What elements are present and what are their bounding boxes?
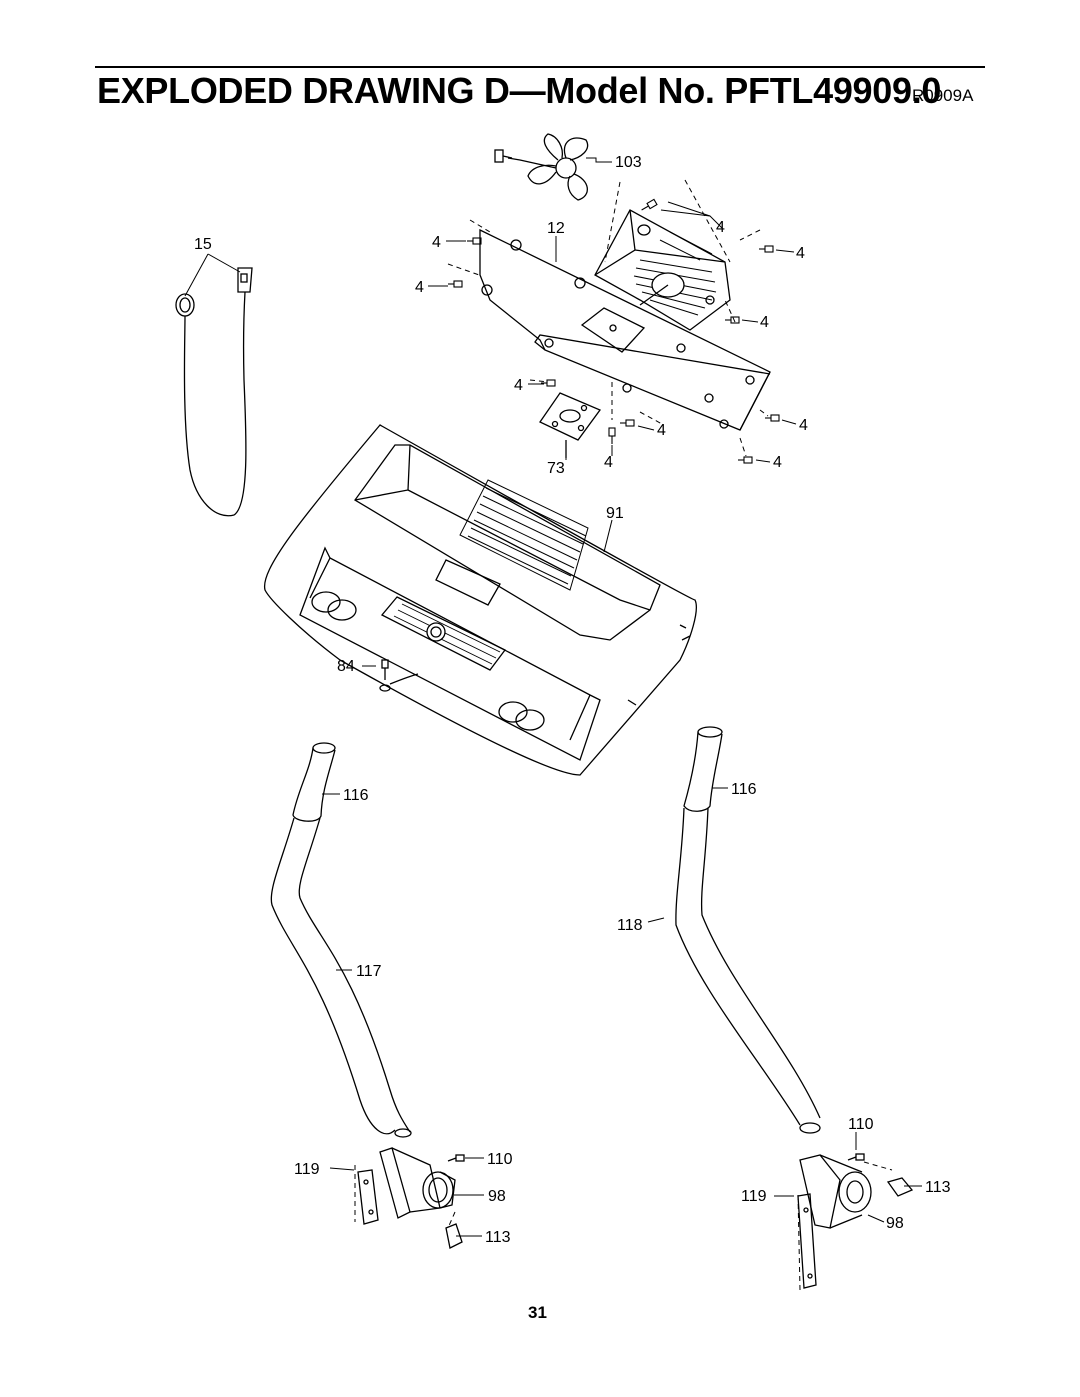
callout-4: 4 xyxy=(604,454,613,471)
screw-84-part xyxy=(379,659,419,692)
callout-4: 4 xyxy=(796,245,805,262)
page-title: EXPLODED DRAWING D—Model No. PFTL49909.0 xyxy=(97,70,942,111)
right-upright-part xyxy=(675,726,821,1134)
callout-15: 15 xyxy=(194,236,212,253)
guide-lines xyxy=(354,179,893,1291)
title-rule xyxy=(95,66,985,68)
callout-4: 4 xyxy=(432,234,441,251)
console-part xyxy=(263,424,697,776)
callout-117: 117 xyxy=(356,963,382,980)
callout-118: 118 xyxy=(617,917,643,934)
callout-98: 98 xyxy=(488,1188,506,1205)
callout-98: 98 xyxy=(886,1215,904,1232)
leader-lines xyxy=(184,157,922,1237)
callout-4: 4 xyxy=(773,454,782,471)
screws xyxy=(448,198,780,464)
callout-103: 103 xyxy=(615,154,642,171)
bracket-part xyxy=(539,392,602,458)
fan-part xyxy=(494,133,589,201)
right-base-part xyxy=(797,1153,914,1289)
safety-key-part xyxy=(175,267,253,517)
callout-113: 113 xyxy=(485,1229,511,1246)
callout-4: 4 xyxy=(799,417,808,434)
callout-110: 110 xyxy=(848,1116,874,1133)
callout-4: 4 xyxy=(415,279,424,296)
callout-119: 119 xyxy=(294,1161,320,1178)
callout-labels: 103 12 15 4 4 4 4 4 4 4 4 4 4 73 91 84 1… xyxy=(194,154,951,1246)
callout-4: 4 xyxy=(514,377,523,394)
callout-116: 116 xyxy=(343,787,369,804)
drawing-code: R0909A xyxy=(912,86,974,105)
hood-part xyxy=(479,209,771,431)
callout-4: 4 xyxy=(657,422,666,439)
callout-110: 110 xyxy=(487,1151,513,1168)
callout-12: 12 xyxy=(547,220,565,237)
left-upright-part xyxy=(270,742,412,1138)
callout-4: 4 xyxy=(716,219,725,236)
callout-116: 116 xyxy=(731,781,757,798)
callout-84: 84 xyxy=(337,658,355,675)
callout-4: 4 xyxy=(760,314,769,331)
callout-113: 113 xyxy=(925,1179,951,1196)
callout-73: 73 xyxy=(547,460,565,477)
page-number: 31 xyxy=(528,1303,547,1322)
callout-91: 91 xyxy=(606,505,624,522)
left-base-part xyxy=(357,1147,465,1249)
callout-119: 119 xyxy=(741,1188,767,1205)
